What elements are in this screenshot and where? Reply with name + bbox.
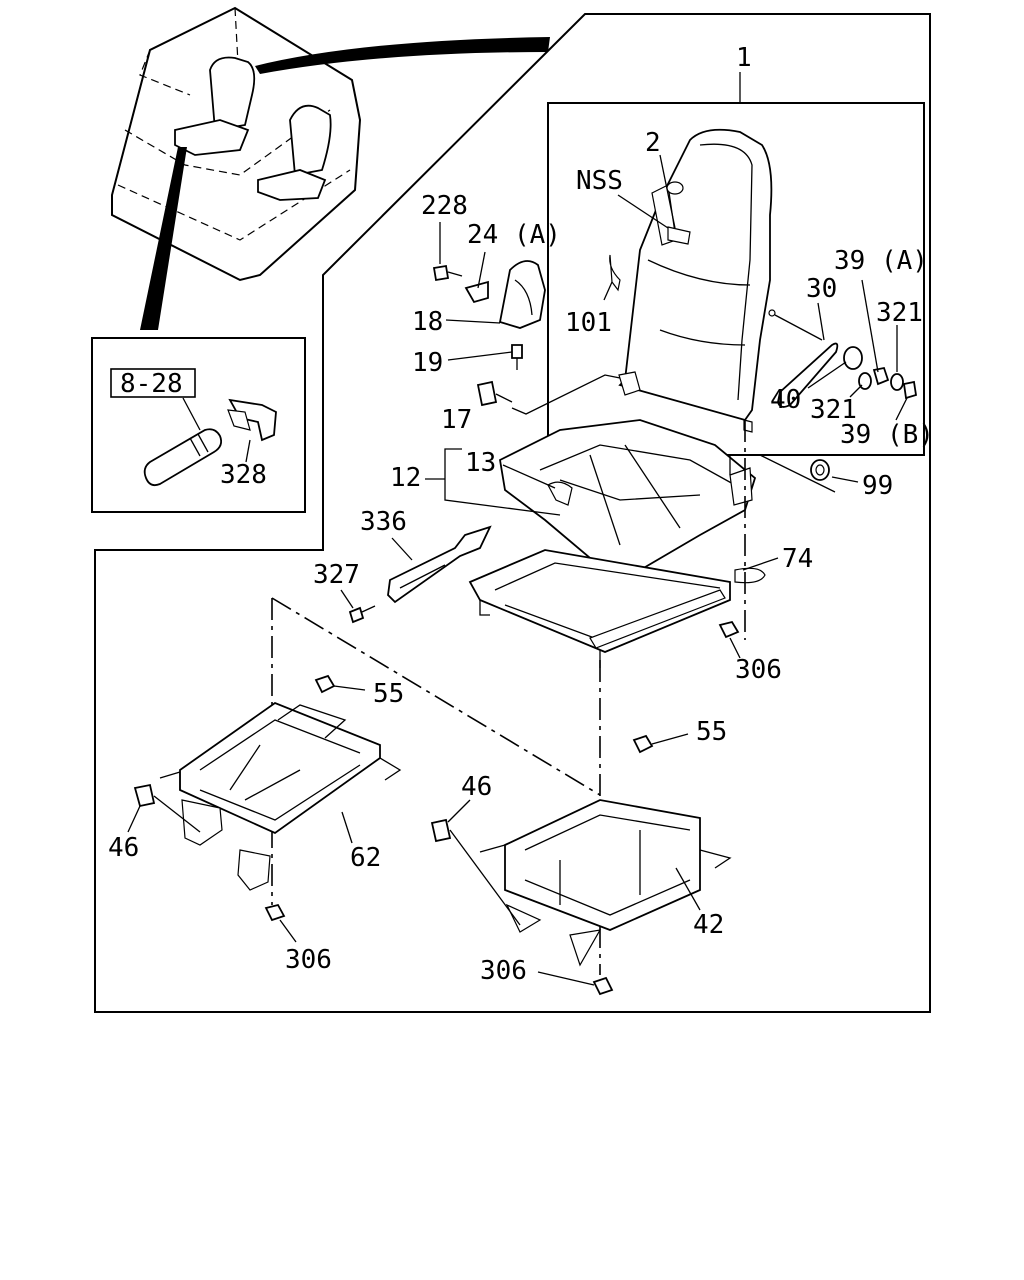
label-99: 99 — [862, 471, 893, 501]
cab-driver-seat — [209, 56, 256, 132]
riser-bracket-62 — [159, 701, 402, 891]
label-18: 18 — [412, 307, 443, 337]
bolt-46-right — [430, 818, 452, 843]
label-321-upper: 321 — [876, 298, 923, 328]
seat-back — [603, 128, 773, 433]
label-19: 19 — [412, 348, 443, 378]
label-306-left: 306 — [285, 945, 332, 975]
label-306-bottom: 306 — [480, 956, 527, 986]
seat-slide-rail — [468, 549, 766, 668]
label-42: 42 — [693, 910, 724, 940]
label-306-upper: 306 — [735, 655, 782, 685]
nut-306-upper — [718, 620, 740, 639]
side-cover-hardware — [432, 260, 546, 407]
seat-cushion — [499, 419, 757, 574]
nut-55-left — [314, 674, 336, 694]
bolt-46-left — [133, 783, 156, 808]
label-46-right: 46 — [461, 772, 492, 802]
label-321-lower: 321 — [810, 395, 857, 425]
label-39a: 39 (A) — [834, 246, 928, 276]
label-328: 328 — [220, 460, 267, 490]
label-2: 2 — [645, 128, 661, 158]
label-55-left: 55 — [373, 679, 404, 709]
label-17: 17 — [441, 405, 472, 435]
recline-lever-hardware — [768, 309, 918, 408]
nut-55-right — [632, 734, 654, 754]
label-24a: 24 (A) — [467, 220, 561, 250]
label-1: 1 — [736, 43, 752, 73]
label-228: 228 — [421, 191, 468, 221]
label-13: 13 — [465, 448, 496, 478]
main-frame — [94, 13, 931, 1013]
label-46-left: 46 — [108, 833, 139, 863]
label-101: 101 — [565, 308, 612, 338]
detail-box-8-28: 8-28 328 — [91, 337, 306, 513]
label-336: 336 — [360, 507, 407, 537]
label-39b: 39 (B) — [840, 420, 934, 450]
label-30: 30 — [806, 274, 837, 304]
label-55-right: 55 — [696, 717, 727, 747]
label-74: 74 — [782, 544, 813, 574]
reference-box — [110, 368, 196, 398]
cab-overview-illustration — [111, 6, 550, 330]
reference-label-8-28: 8-28 — [120, 369, 183, 399]
label-12: 12 — [390, 463, 421, 493]
label-nss: NSS — [576, 166, 623, 196]
nut-306-left — [264, 903, 286, 922]
label-62: 62 — [350, 843, 381, 873]
nut-306-bottom — [592, 976, 614, 996]
label-40: 40 — [770, 385, 801, 415]
cover-336 — [387, 525, 492, 604]
label-327: 327 — [313, 560, 360, 590]
screw-327 — [348, 606, 365, 624]
riser-frame-42 — [479, 799, 732, 967]
